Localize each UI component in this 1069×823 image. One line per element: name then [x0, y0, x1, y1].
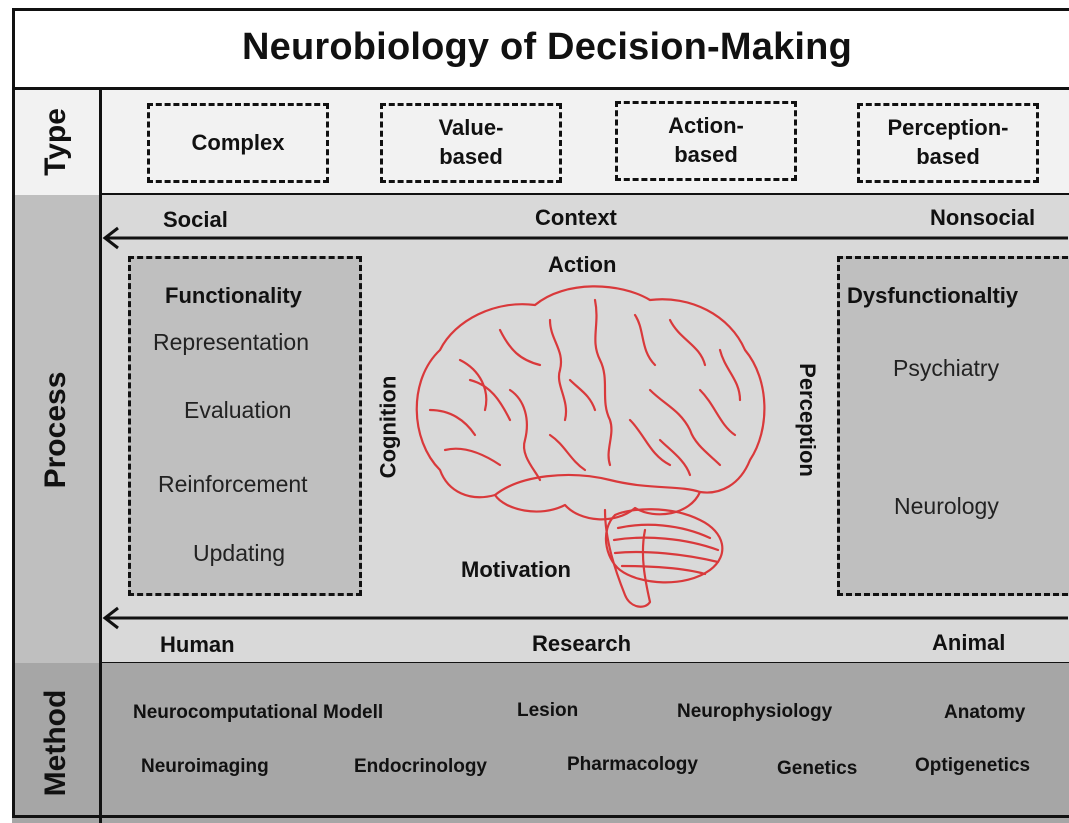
functionality-item: Updating [193, 540, 286, 566]
method-item: Pharmacology [567, 754, 698, 775]
process-side-label: Process [12, 195, 102, 665]
dysfunctionality-item: Neurology [894, 493, 999, 519]
diagram-title: Neurobiology of Decision-Making [12, 8, 1069, 90]
method-item: Endocrinology [354, 756, 487, 777]
method-item: Neurophysiology [677, 701, 833, 722]
functionality-panel: Functionality Representation Evaluation … [128, 256, 362, 596]
method-item: Anatomy [944, 702, 1026, 723]
method-item: Optigenetics [915, 755, 1031, 776]
method-item: Genetics [777, 758, 858, 779]
method-side-label: Method [12, 663, 102, 823]
method-item: Neurocomputational Modell [133, 702, 384, 723]
dysfunctionality-item: Psychiatry [893, 355, 1000, 381]
dysfunctionality-heading: Dysfunctionaltiy [847, 283, 1019, 308]
dysfunctionality-panel: Dysfunctionaltiy Psychiatry Neurology [837, 256, 1069, 596]
type-action-based: Action- based [615, 101, 797, 181]
functionality-item: Reinforcement [158, 471, 308, 497]
type-perception-based: Perception- based [857, 103, 1039, 183]
type-side-label: Type [12, 88, 102, 196]
functionality-item: Representation [153, 329, 309, 355]
type-complex: Complex [147, 103, 329, 183]
research-human-label: Human [160, 632, 235, 657]
context-nonsocial-label: Nonsocial [930, 205, 1036, 230]
type-row [12, 88, 1069, 196]
brain-motivation-label: Motivation [461, 557, 571, 582]
functionality-heading: Functionality [165, 283, 302, 308]
research-animal-label: Animal [932, 630, 1006, 655]
type-value-based: Value- based [380, 103, 562, 183]
context-label: Context [535, 205, 617, 230]
method-item: Lesion [517, 700, 579, 721]
brain-action-label: Action [548, 252, 617, 277]
brain-icon [415, 285, 766, 608]
context-social-label: Social [163, 207, 228, 232]
context-arrow-icon [102, 226, 1068, 250]
functionality-item: Evaluation [184, 397, 292, 423]
diagram-frame [12, 8, 1069, 818]
method-row [12, 663, 1069, 823]
research-arrow-icon [102, 606, 1068, 630]
method-item: Neuroimaging [141, 756, 269, 777]
research-label: Research [532, 631, 632, 656]
